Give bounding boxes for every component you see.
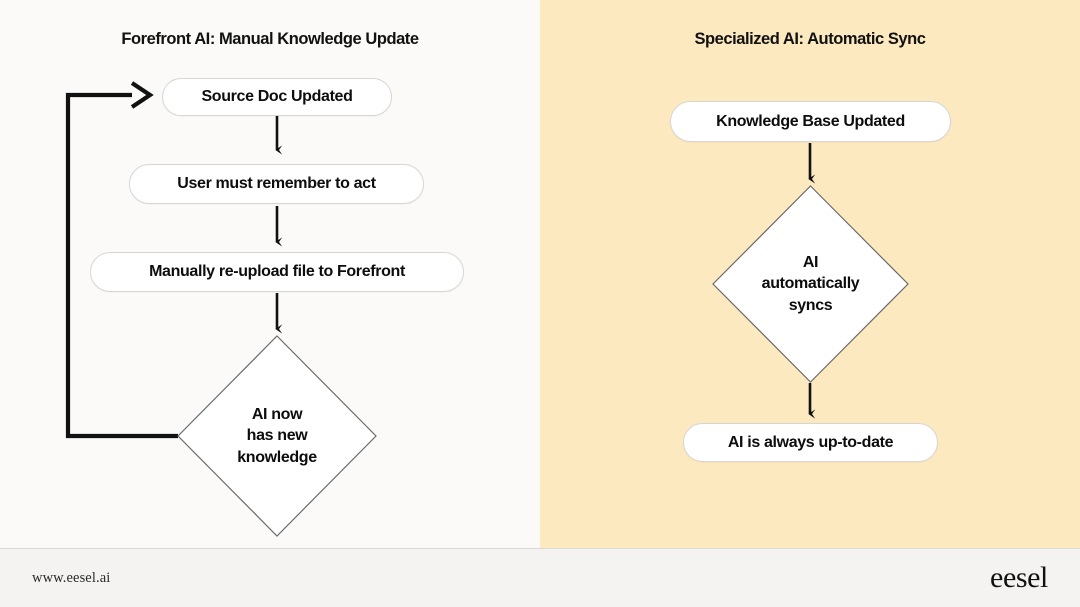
diamond-shape bbox=[712, 185, 909, 383]
node-label: Source Doc Updated bbox=[201, 88, 353, 105]
node-knowledge-base-updated[interactable]: Knowledge Base Updated bbox=[670, 101, 951, 142]
node-user-must-remember[interactable]: User must remember to act bbox=[129, 164, 424, 204]
node-label: User must remember to act bbox=[177, 175, 376, 192]
node-ai-automatically-syncs[interactable]: AI automatically syncs bbox=[712, 185, 909, 383]
node-source-doc-updated[interactable]: Source Doc Updated bbox=[162, 78, 392, 116]
node-ai-always-up-to-date[interactable]: AI is always up-to-date bbox=[683, 423, 938, 462]
footer-url[interactable]: www.eesel.ai bbox=[32, 569, 111, 586]
panel-right-title: Specialized AI: Automatic Sync bbox=[694, 30, 926, 48]
node-manually-reupload[interactable]: Manually re-upload file to Forefront bbox=[90, 252, 464, 292]
node-label: Manually re-upload file to Forefront bbox=[149, 263, 405, 280]
diamond-shape bbox=[177, 335, 377, 537]
footer-bar: www.eesel.ai eesel bbox=[0, 548, 1080, 607]
node-label: Knowledge Base Updated bbox=[716, 112, 905, 130]
node-ai-now-has-new-knowledge[interactable]: AI now has new knowledge bbox=[177, 335, 377, 537]
footer-logo-eesel: eesel bbox=[990, 561, 1048, 594]
node-label: AI is always up-to-date bbox=[727, 433, 894, 451]
panel-left-title: Forefront AI: Manual Knowledge Update bbox=[121, 30, 419, 48]
